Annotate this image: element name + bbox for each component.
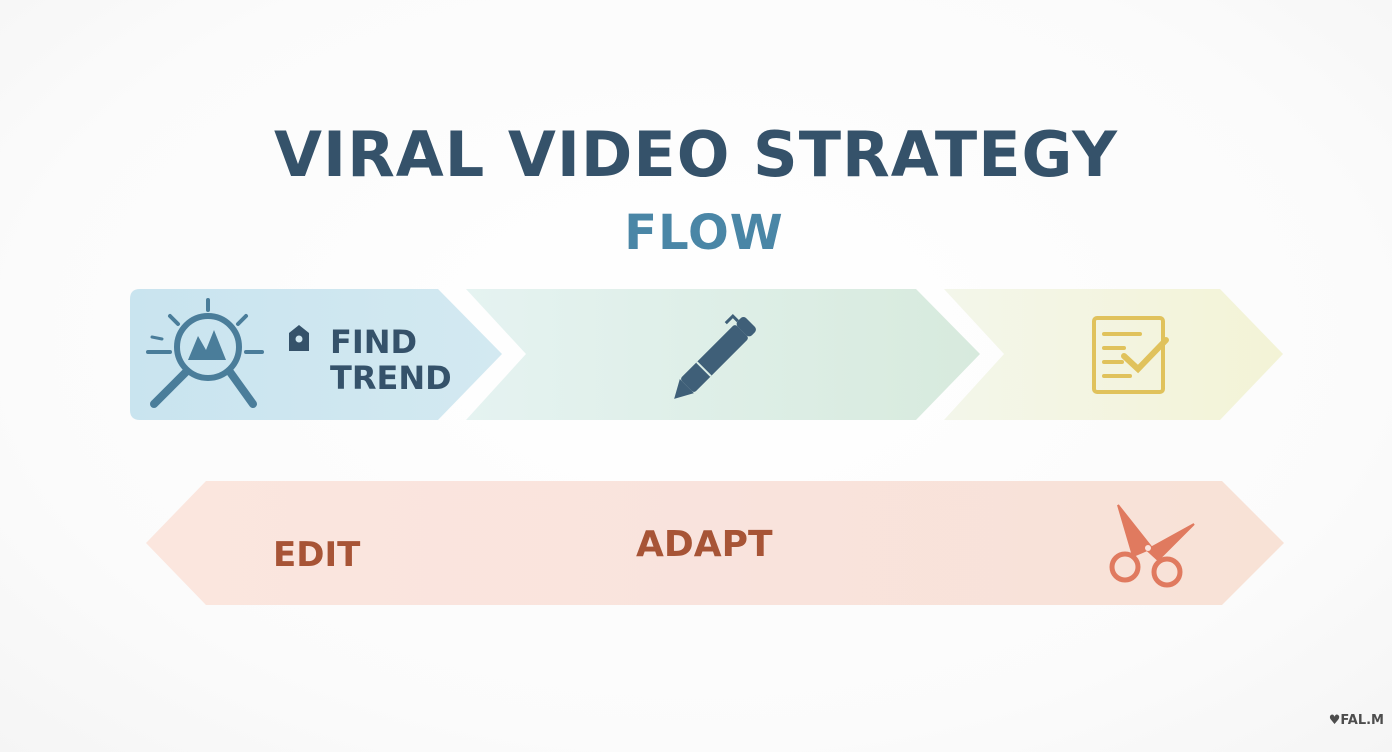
page-subtitle: FLOW — [624, 205, 784, 261]
magnifier-icon — [146, 298, 264, 408]
step-find-label: FIND TREND — [330, 323, 452, 397]
page-title: VIRAL VIDEO STRATEGY — [274, 118, 1118, 191]
scissors-icon — [1109, 504, 1195, 588]
step-adapt-label: ADAPT — [636, 524, 773, 565]
step-edit-label: EDIT — [273, 535, 361, 575]
spark-icon — [289, 325, 309, 351]
step-edit-shape — [146, 481, 1284, 605]
step-review-shape — [944, 289, 1283, 420]
checklist-icon — [1092, 316, 1169, 394]
pen-icon — [674, 313, 756, 399]
watermark: ♥FAL.M — [1328, 713, 1384, 728]
